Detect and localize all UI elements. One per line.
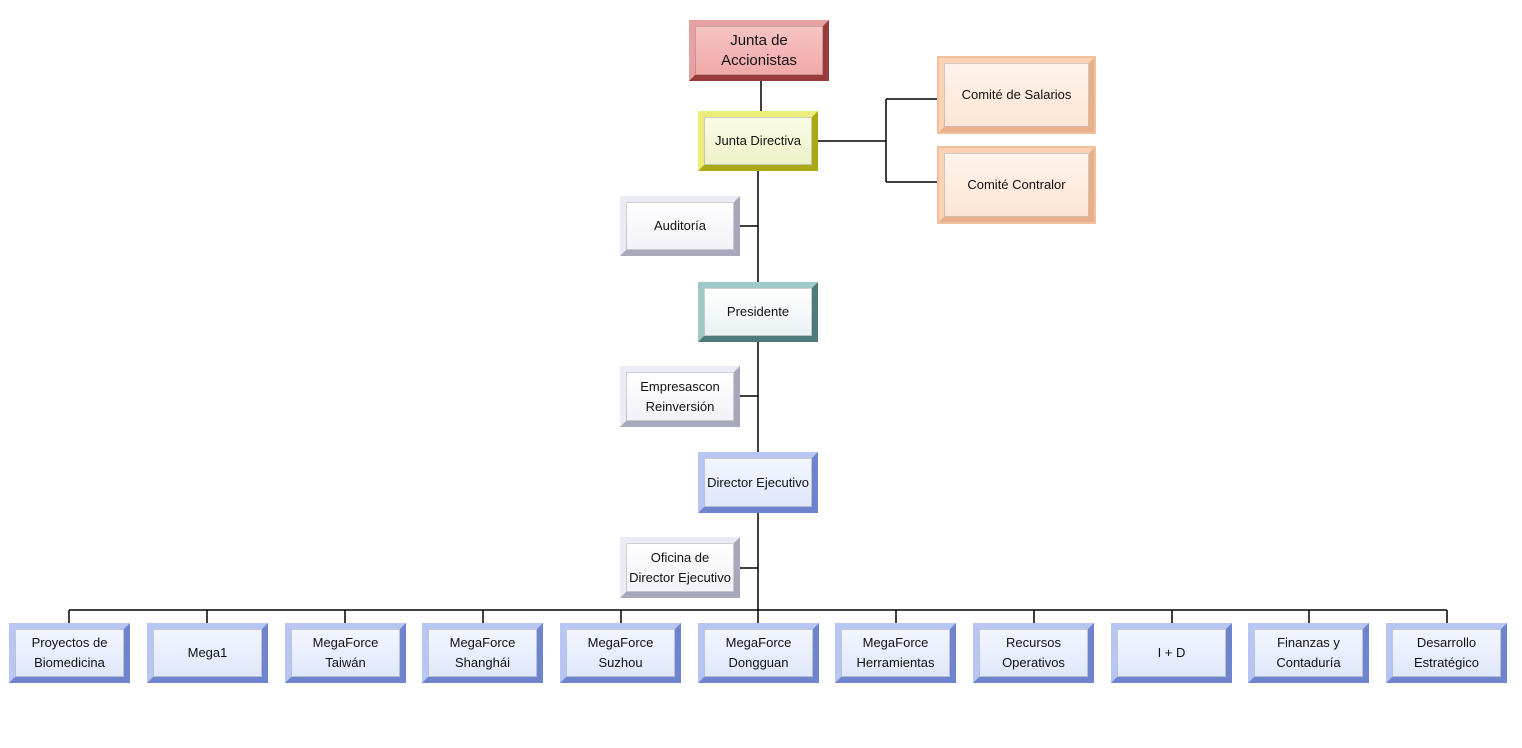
box-bevel [704, 288, 812, 336]
ceo-office-label: Oficina de Director Ejecutivo [629, 549, 731, 585]
box-bevel [979, 629, 1088, 677]
box-bevel [944, 63, 1089, 127]
box-bevel [944, 153, 1089, 217]
division-label: MegaForce Suzhou [587, 635, 654, 670]
ceo-box[interactable]: Director Ejecutivo [698, 452, 818, 513]
division-label: MegaForce Dongguan [725, 635, 792, 670]
division-label: Finanzas y Contaduría [1276, 635, 1341, 670]
box-bevel [695, 26, 823, 75]
board-label: Junta Directiva [715, 133, 801, 148]
division-label: I + D [1157, 645, 1186, 660]
box-bevel [841, 629, 950, 677]
box-bevel [566, 629, 675, 677]
division-box[interactable]: MegaForce Suzhou [560, 623, 681, 683]
box-bevel [1254, 629, 1363, 677]
division-box[interactable]: MegaForce Dongguan [698, 623, 819, 683]
division-box[interactable]: Finanzas y Contaduría [1248, 623, 1369, 683]
box-bevel [704, 629, 813, 677]
box-bevel [704, 117, 812, 165]
division-box[interactable]: Proyectos de Biomedicina [9, 623, 130, 683]
president-label: Presidente [726, 304, 790, 319]
division-box[interactable]: MegaForce Herramientas [835, 623, 956, 683]
reinvestment-box[interactable]: Empresascon Reinversión [620, 366, 740, 427]
division-label: MegaForce Taiwán [312, 635, 379, 670]
committee-controller-label: Comité Contralor [967, 177, 1066, 192]
box-bevel [291, 629, 400, 677]
audit-box[interactable]: Auditoría [620, 196, 740, 256]
box-bevel [1117, 629, 1226, 677]
box-bevel [1392, 629, 1501, 677]
division-box[interactable]: Mega1 [147, 623, 268, 683]
box-bevel [626, 202, 734, 250]
division-box[interactable]: Recursos Operativos [973, 623, 1094, 683]
division-label: Mega1 [187, 645, 228, 660]
division-label: Proyectos de Biomedicina [31, 635, 108, 670]
box-bevel [626, 372, 734, 421]
division-label: Desarrollo Estratégico [1413, 635, 1480, 670]
box-bevel [153, 629, 262, 677]
box-bevel [626, 543, 734, 592]
ceo-office-box[interactable]: Oficina de Director Ejecutivo [620, 537, 740, 598]
president-box[interactable]: Presidente [698, 282, 818, 342]
division-box[interactable]: Desarrollo Estratégico [1386, 623, 1507, 683]
division-label: Recursos Operativos [1002, 635, 1065, 670]
committee-salaries-label: Comité de Salarios [961, 87, 1072, 102]
ceo-label: Director Ejecutivo [707, 474, 809, 490]
division-box[interactable]: MegaForce Shanghái [422, 623, 543, 683]
box-bevel [704, 458, 812, 507]
board-box[interactable]: Junta Directiva [698, 111, 818, 171]
division-label: MegaForce Shanghái [449, 635, 516, 670]
shareholders-box[interactable]: Junta de Accionistas [689, 20, 829, 81]
shareholders-label: Junta de Accionistas [721, 31, 797, 69]
audit-label: Auditoría [653, 218, 707, 233]
box-bevel [428, 629, 537, 677]
committee-salaries-box[interactable]: Comité de Salarios [937, 56, 1096, 134]
reinvestment-label: Empresascon Reinversión [640, 378, 720, 414]
committee-controller-box[interactable]: Comité Contralor [937, 146, 1096, 224]
division-box[interactable]: I + D [1111, 623, 1232, 683]
box-bevel [15, 629, 124, 677]
division-label: MegaForce Herramientas [856, 635, 935, 670]
division-box[interactable]: MegaForce Taiwán [285, 623, 406, 683]
